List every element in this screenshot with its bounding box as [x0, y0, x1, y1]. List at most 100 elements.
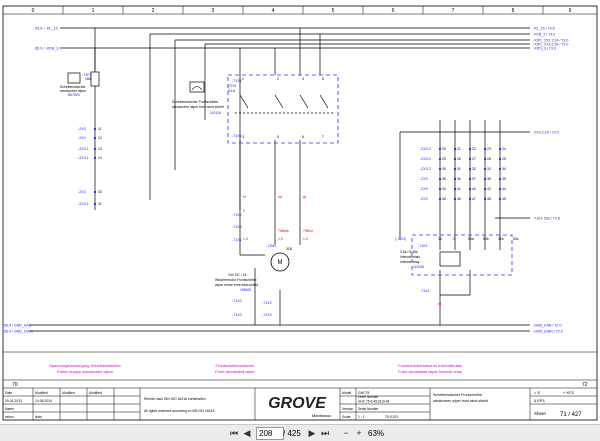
terminal-dot: [438, 187, 442, 191]
right-ref-r2: -KFB_3 / 73.0: [533, 33, 555, 37]
terminal-dot: [498, 147, 502, 151]
wire-label: gr: [303, 195, 307, 199]
wire-label: rd: [438, 302, 441, 306]
terminal-dot: [468, 177, 472, 181]
terminal-number: 31: [98, 202, 102, 206]
terminal-dot: [93, 147, 97, 151]
terminal-tag: -2X3.1: [78, 147, 89, 151]
relay-tag: -71K1: [418, 244, 428, 248]
tb-header: Modified: [35, 391, 48, 395]
terminal-tag: -2X3: [420, 197, 428, 201]
column-number: 6: [392, 8, 395, 14]
terminal-tag: -71X2: [262, 301, 272, 305]
last-page-button[interactable]: ⏭: [320, 428, 330, 438]
terminal-dot: [438, 177, 442, 181]
previous-page-button[interactable]: ◀: [243, 428, 251, 438]
relay-desc-de: Intervallrelais: [400, 255, 420, 259]
tb-order: GHC 75-6-4S1S19-04: [358, 400, 390, 404]
tb-model-label: Model: [342, 391, 351, 395]
terminal-number: 37: [472, 177, 476, 181]
section-title-en: Power supply windscreen wiper: [57, 369, 114, 374]
tb-scale-label: Scale: [342, 415, 351, 419]
fuse-desc-de: Scheibenwischer: [60, 85, 87, 89]
fuse-desc-en: windscreen wiper: [60, 89, 87, 93]
terminal-number: 30: [442, 167, 446, 171]
terminal-dot: [93, 202, 97, 206]
gnd-dian-left: 65.9 / GND_DIAN: [4, 330, 33, 334]
terminal-number: 22: [472, 147, 476, 151]
page-total: / 425: [283, 429, 301, 438]
terminal-dot: [438, 157, 442, 161]
terminal-dot: [483, 157, 487, 161]
wire-label: 0: [243, 209, 245, 213]
terminal-number: 46: [457, 197, 461, 201]
terminal-dot: [453, 157, 457, 161]
terminal-tag: -2X3.2: [420, 147, 431, 151]
wire-label: 1,0: [243, 237, 248, 241]
manitowoc-logo: Manitowoc: [312, 413, 331, 418]
terminal-dot: [453, 187, 457, 191]
terminal-dot: [468, 147, 472, 151]
tb-kfz-label: + KFZ: [563, 390, 575, 395]
terminal-number: 41: [457, 187, 461, 191]
column-number: 8: [512, 8, 515, 14]
terminal-tag: -2X3.1: [78, 202, 89, 206]
terminal-tag: -2X3.2: [420, 167, 431, 171]
terminal-dot: [468, 187, 472, 191]
terminal-number: 27: [472, 157, 476, 161]
next-page-button[interactable]: ▶: [308, 428, 316, 438]
column-number: 1: [92, 8, 95, 14]
column-number: 0: [32, 8, 35, 14]
terminal-tag: -71X2: [232, 299, 242, 303]
zoom-in-button[interactable]: +: [356, 428, 362, 438]
terminal-dot: [453, 167, 457, 171]
terminal-number: 38: [487, 177, 491, 181]
relay-frame: [411, 234, 513, 276]
motor-desc-de: Wischermotor Frontscheibe: [215, 278, 257, 282]
tb-rights-en: All rights reserved according to DIN ISO…: [144, 409, 215, 413]
right-ref-r7: -71K1-53a / 72.8: [533, 217, 560, 221]
relay-terminal-number: 53a: [468, 237, 474, 241]
terminal-number: 39: [502, 177, 506, 181]
terminal-tag: -71X3: [232, 225, 242, 229]
terminal-number: 29: [502, 157, 506, 161]
terminal-tag: (-71X1): [395, 237, 406, 241]
fuse-code: B67803: [68, 93, 80, 97]
tb-name-label: Name: [5, 407, 14, 411]
terminal-number: 30: [98, 190, 102, 194]
terminal-number: 48: [487, 197, 491, 201]
first-page-button[interactable]: ⏮: [229, 428, 239, 438]
switch-terminal-number: 3: [242, 135, 244, 139]
pdf-viewer-toolbar: ⏮ ◀ 208 / 425 ▶ ⏭ − + 63%: [0, 424, 600, 441]
title-block-grid: [3, 388, 597, 420]
relay-coil: [439, 251, 461, 267]
terminal-dot: [453, 177, 457, 181]
switch-terminal-number: 8: [322, 77, 324, 81]
switch-terminal-number: 2: [277, 77, 279, 81]
motor-code: 198492: [240, 288, 251, 292]
wire-label: bl: [243, 195, 246, 199]
terminal-dot: [93, 190, 97, 194]
tb-modified: 14.06.2014: [35, 399, 52, 403]
page-number-input[interactable]: 208: [256, 427, 284, 440]
switch-terminal-number: 1: [242, 77, 244, 81]
section-title-de: Frontscheibenwischer Intervallrelais: [398, 363, 462, 368]
terminal-tag: -71X1: [232, 238, 242, 242]
terminal-tag: -71X2: [232, 213, 242, 217]
terminal-dot: [498, 157, 502, 161]
terminal-tag: -2X3.1: [78, 156, 89, 160]
terminal-dot: [498, 187, 502, 191]
wire-label: 708/ws: [278, 229, 289, 233]
terminal-number: 45: [442, 197, 446, 201]
column-number: 4: [272, 8, 275, 14]
zoom-out-button[interactable]: −: [343, 428, 349, 438]
terminal-number: 20: [442, 147, 446, 151]
terminal-number: 31: [457, 167, 461, 171]
terminal-number: 14: [98, 156, 102, 160]
terminal-number: 32: [472, 167, 476, 171]
relay-terminal-number: 53b: [483, 237, 489, 241]
motor-desc-en: wiper motor front wind shield: [215, 283, 258, 287]
relay-code: 110046: [413, 265, 424, 269]
tb-order-label: Order Number: [358, 395, 379, 399]
switch-contacts: [235, 94, 335, 114]
